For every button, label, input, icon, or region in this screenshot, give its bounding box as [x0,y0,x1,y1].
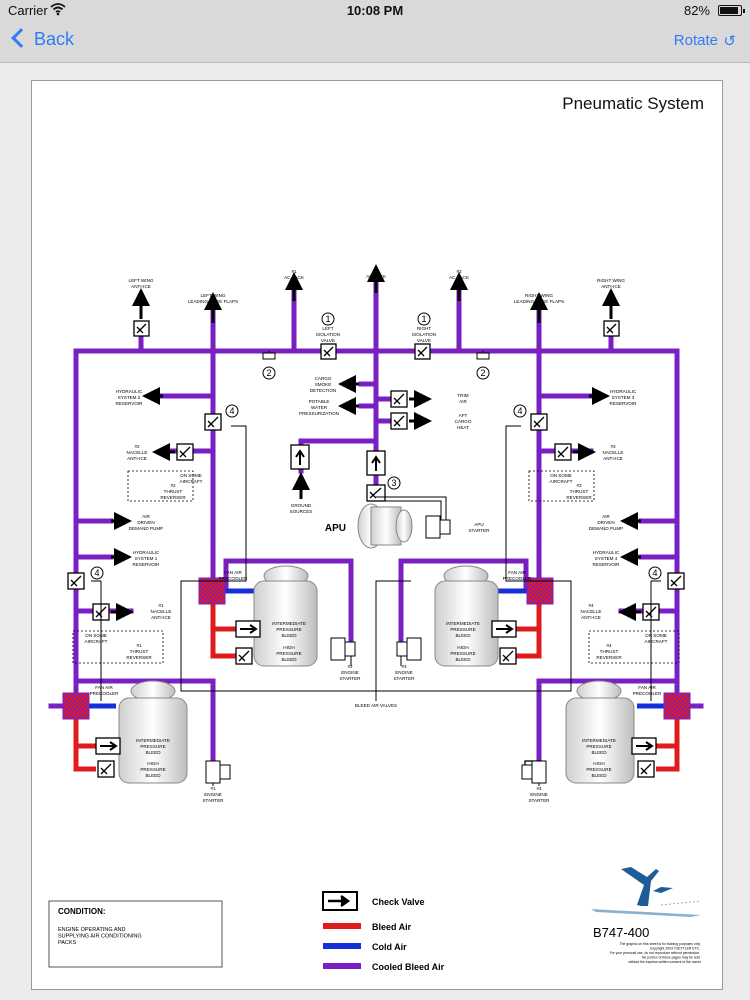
legend-cold-air: Cold Air [372,942,407,952]
condition-heading: CONDITION: [58,907,106,916]
aircraft-model: B747-400 [593,925,649,940]
diagram-sheet: Pneumatic System [31,80,723,990]
svg-text:#3AC PACK: #3AC PACK [449,269,470,280]
legend-check-valve: Check Valve [372,897,425,907]
clock-time: 10:08 PM [346,3,404,18]
legend: Check Valve Bleed Air Cold Air Cooled Bl… [322,891,445,972]
callout-2-left: 2 [266,368,271,378]
navigation-bar: Back Rotate ↺ [0,22,750,63]
legend-cooled-bleed-air-swatch [323,963,361,969]
outflow-arrows [111,264,641,621]
svg-text:#1AC PACK: #1AC PACK [284,269,305,280]
callout-4-d: 4 [652,568,657,578]
callout-2-right: 2 [480,368,485,378]
condition-box: CONDITION: ENGINE OPERATING AND SUPPLYIN… [48,900,223,968]
engines [118,503,635,784]
fine-print: The graphic on this sheet is for trainin… [610,942,702,964]
rotate-button[interactable]: Rotate [673,32,718,49]
bleed-air-valves-label: BLEED AIR VALVES [355,703,397,708]
apu-label: APU [325,523,346,534]
callout-1-right: 1 [421,314,426,324]
diagram-title: Pneumatic System [562,94,704,113]
b747-airplane-logo [591,867,702,917]
bleed-air-ducts [73,601,680,772]
battery-percent: 82% [683,3,710,18]
status-bar: Carrier 10:08 PM 82% [0,0,750,22]
battery-icon [718,5,745,16]
legend-cooled-bleed-air: Cooled Bleed Air [372,962,445,972]
rotate-icon[interactable]: ↺ [723,33,736,50]
back-button[interactable]: Back [10,28,75,50]
control-lines [91,351,661,786]
optional-equipment-boxes [72,470,680,664]
precoolers [62,577,691,720]
callouts: 1 1 2 2 3 4 4 4 4 [90,312,662,580]
check-valves [95,444,657,755]
callout-4-a: 4 [229,406,234,416]
back-label: Back [34,29,75,49]
callout-3: 3 [391,478,396,488]
legend-bleed-air: Bleed Air [372,922,412,932]
pneumatic-diagram: Pneumatic System [48,94,704,972]
wifi-icon [50,2,66,19]
callout-4-c: 4 [94,568,99,578]
legend-bleed-air-swatch [323,923,361,929]
chevron-left-icon [11,28,31,48]
condition-text: ENGINE OPERATING AND SUPPLYING AIR CONDI… [58,927,143,946]
callout-4-b: 4 [517,406,522,416]
carrier-label: Carrier [8,3,48,18]
svg-text:#2AC PACK: #2AC PACK [366,268,387,279]
callout-1-left: 1 [325,314,330,324]
legend-cold-air-swatch [323,943,361,949]
engine-starters [205,515,547,784]
